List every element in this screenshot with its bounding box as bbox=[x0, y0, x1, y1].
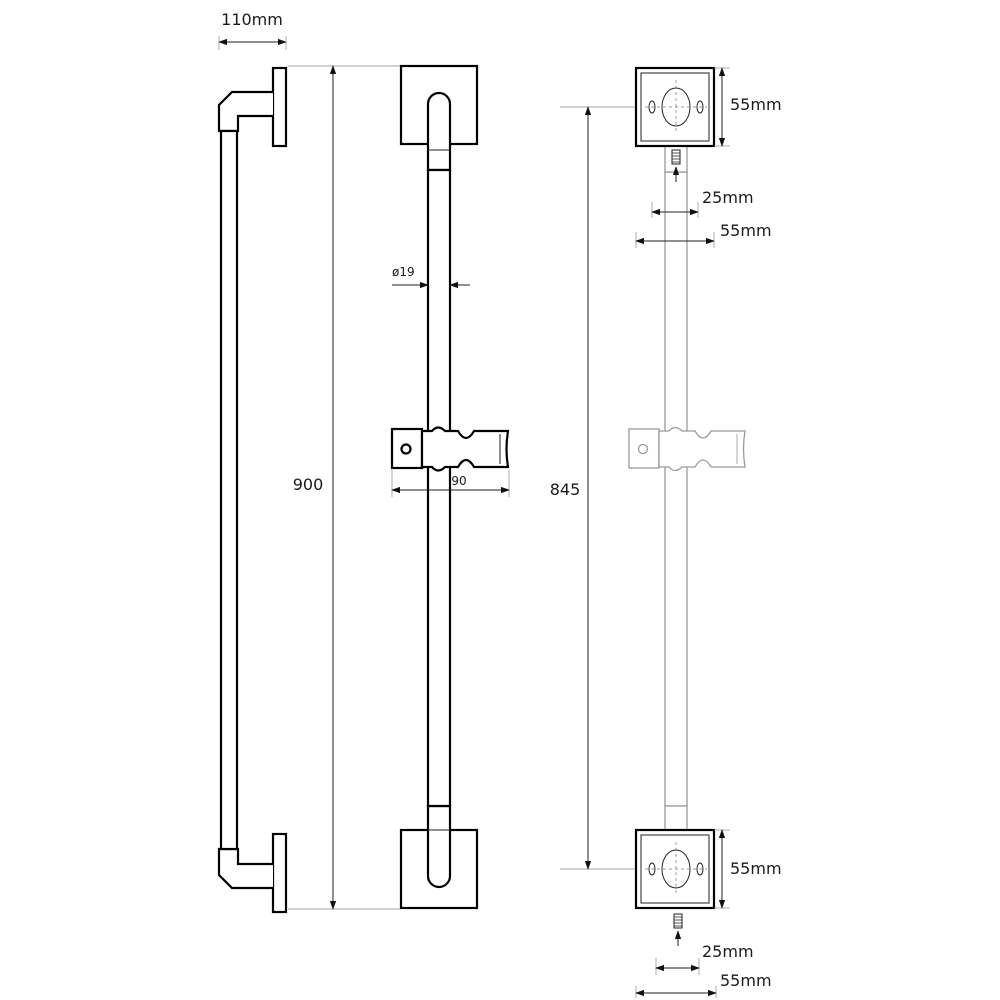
total-height-label: 900 bbox=[293, 475, 324, 494]
fixing-centres-label: 845 bbox=[550, 480, 581, 499]
bottom-pin-offset-label: 25mm bbox=[702, 942, 754, 961]
slider-knob-hole bbox=[400, 443, 412, 455]
installation-view: 55mm 25mm 55mm 55mm bbox=[628, 66, 782, 998]
bottom-grub-screw bbox=[673, 913, 683, 929]
front-rail-tube bbox=[426, 168, 452, 808]
side-bottom-wall-plate bbox=[271, 832, 288, 914]
total-height-dimension: 900 bbox=[285, 65, 400, 910]
bottom-bracket-height-label: 55mm bbox=[730, 859, 782, 878]
side-top-arm bbox=[217, 90, 273, 133]
top-pin-offset-label: 25mm bbox=[702, 188, 754, 207]
slider-width-label: 90 bbox=[451, 474, 466, 488]
top-bracket-width-label: 55mm bbox=[720, 221, 772, 240]
install-bottom-bracket bbox=[634, 828, 716, 946]
install-top-bracket bbox=[634, 66, 716, 182]
front-slider bbox=[390, 426, 510, 472]
top-grub-screw bbox=[671, 149, 681, 165]
front-top-cap bbox=[426, 91, 452, 172]
diameter-label: ø19 bbox=[392, 265, 415, 279]
install-slider bbox=[628, 426, 746, 472]
top-bracket-left-screw bbox=[648, 100, 656, 114]
fixing-centres-dimension: 845 bbox=[544, 106, 638, 870]
side-view: 110mm bbox=[217, 10, 288, 914]
front-view: ø19 90 bbox=[390, 64, 510, 910]
bottom-bracket-left-screw bbox=[648, 862, 656, 876]
side-bottom-arm bbox=[217, 847, 273, 890]
side-top-wall-plate bbox=[271, 66, 288, 148]
slider-holder bbox=[420, 426, 510, 472]
install-rail bbox=[664, 171, 688, 807]
bottom-bracket-width-label: 55mm bbox=[720, 971, 772, 990]
bottom-bracket-right-screw bbox=[696, 862, 704, 876]
side-rail bbox=[219, 129, 239, 851]
top-bracket-height-label: 55mm bbox=[730, 95, 782, 114]
front-bottom-cap bbox=[426, 804, 452, 889]
depth-label: 110mm bbox=[221, 10, 283, 29]
top-bracket-right-screw bbox=[696, 100, 704, 114]
